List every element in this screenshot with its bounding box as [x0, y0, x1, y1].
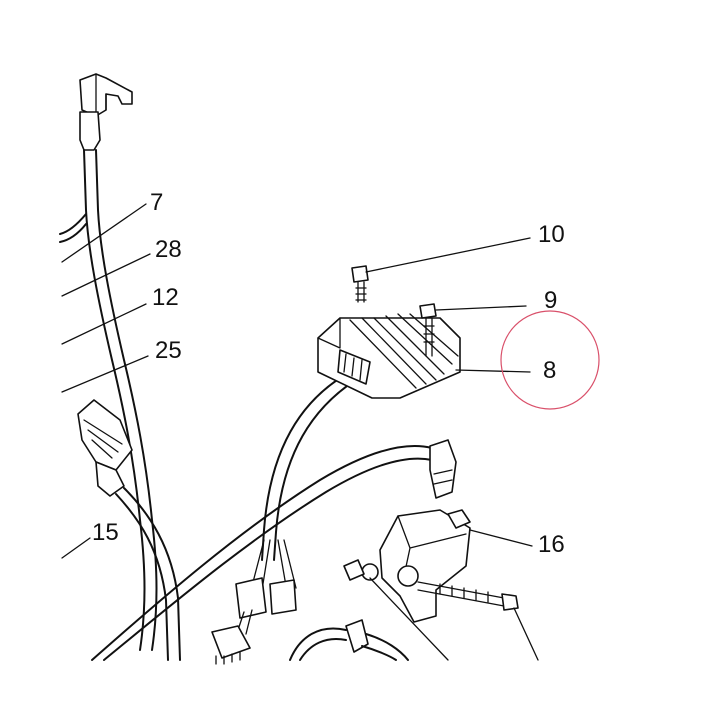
- callout-10: 10: [538, 221, 565, 248]
- main-wiring-harness: [59, 73, 433, 661]
- leader-10: [365, 237, 531, 273]
- leader-16: [469, 529, 533, 547]
- callout-7: 7: [150, 189, 163, 216]
- leader-15: [61, 537, 91, 559]
- leader-9: [435, 305, 527, 311]
- callout-16: 16: [538, 531, 565, 558]
- callout-12: 12: [152, 284, 179, 311]
- callout-9: 9: [544, 287, 557, 314]
- callout-28: 28: [155, 236, 182, 263]
- voltage-regulator: [261, 265, 461, 561]
- leader-12: [61, 303, 147, 345]
- callout-15: 15: [92, 519, 119, 546]
- lower-connectors: [211, 539, 297, 665]
- callout-8: 8: [543, 357, 556, 384]
- ignition-coil: [289, 439, 519, 661]
- leader-7: [61, 203, 147, 263]
- leader-25: [61, 355, 149, 393]
- leader-bottom-b: [513, 607, 539, 661]
- leader-bottom-a: [369, 577, 449, 661]
- leader-lines: [61, 203, 539, 661]
- callout-25: 25: [155, 337, 182, 364]
- leader-28: [61, 253, 151, 297]
- callout-8-highlight-circle: [500, 310, 600, 410]
- leader-8: [455, 369, 531, 373]
- callout-labels: 7 28 12 25 15 10 9 8 16: [92, 189, 565, 558]
